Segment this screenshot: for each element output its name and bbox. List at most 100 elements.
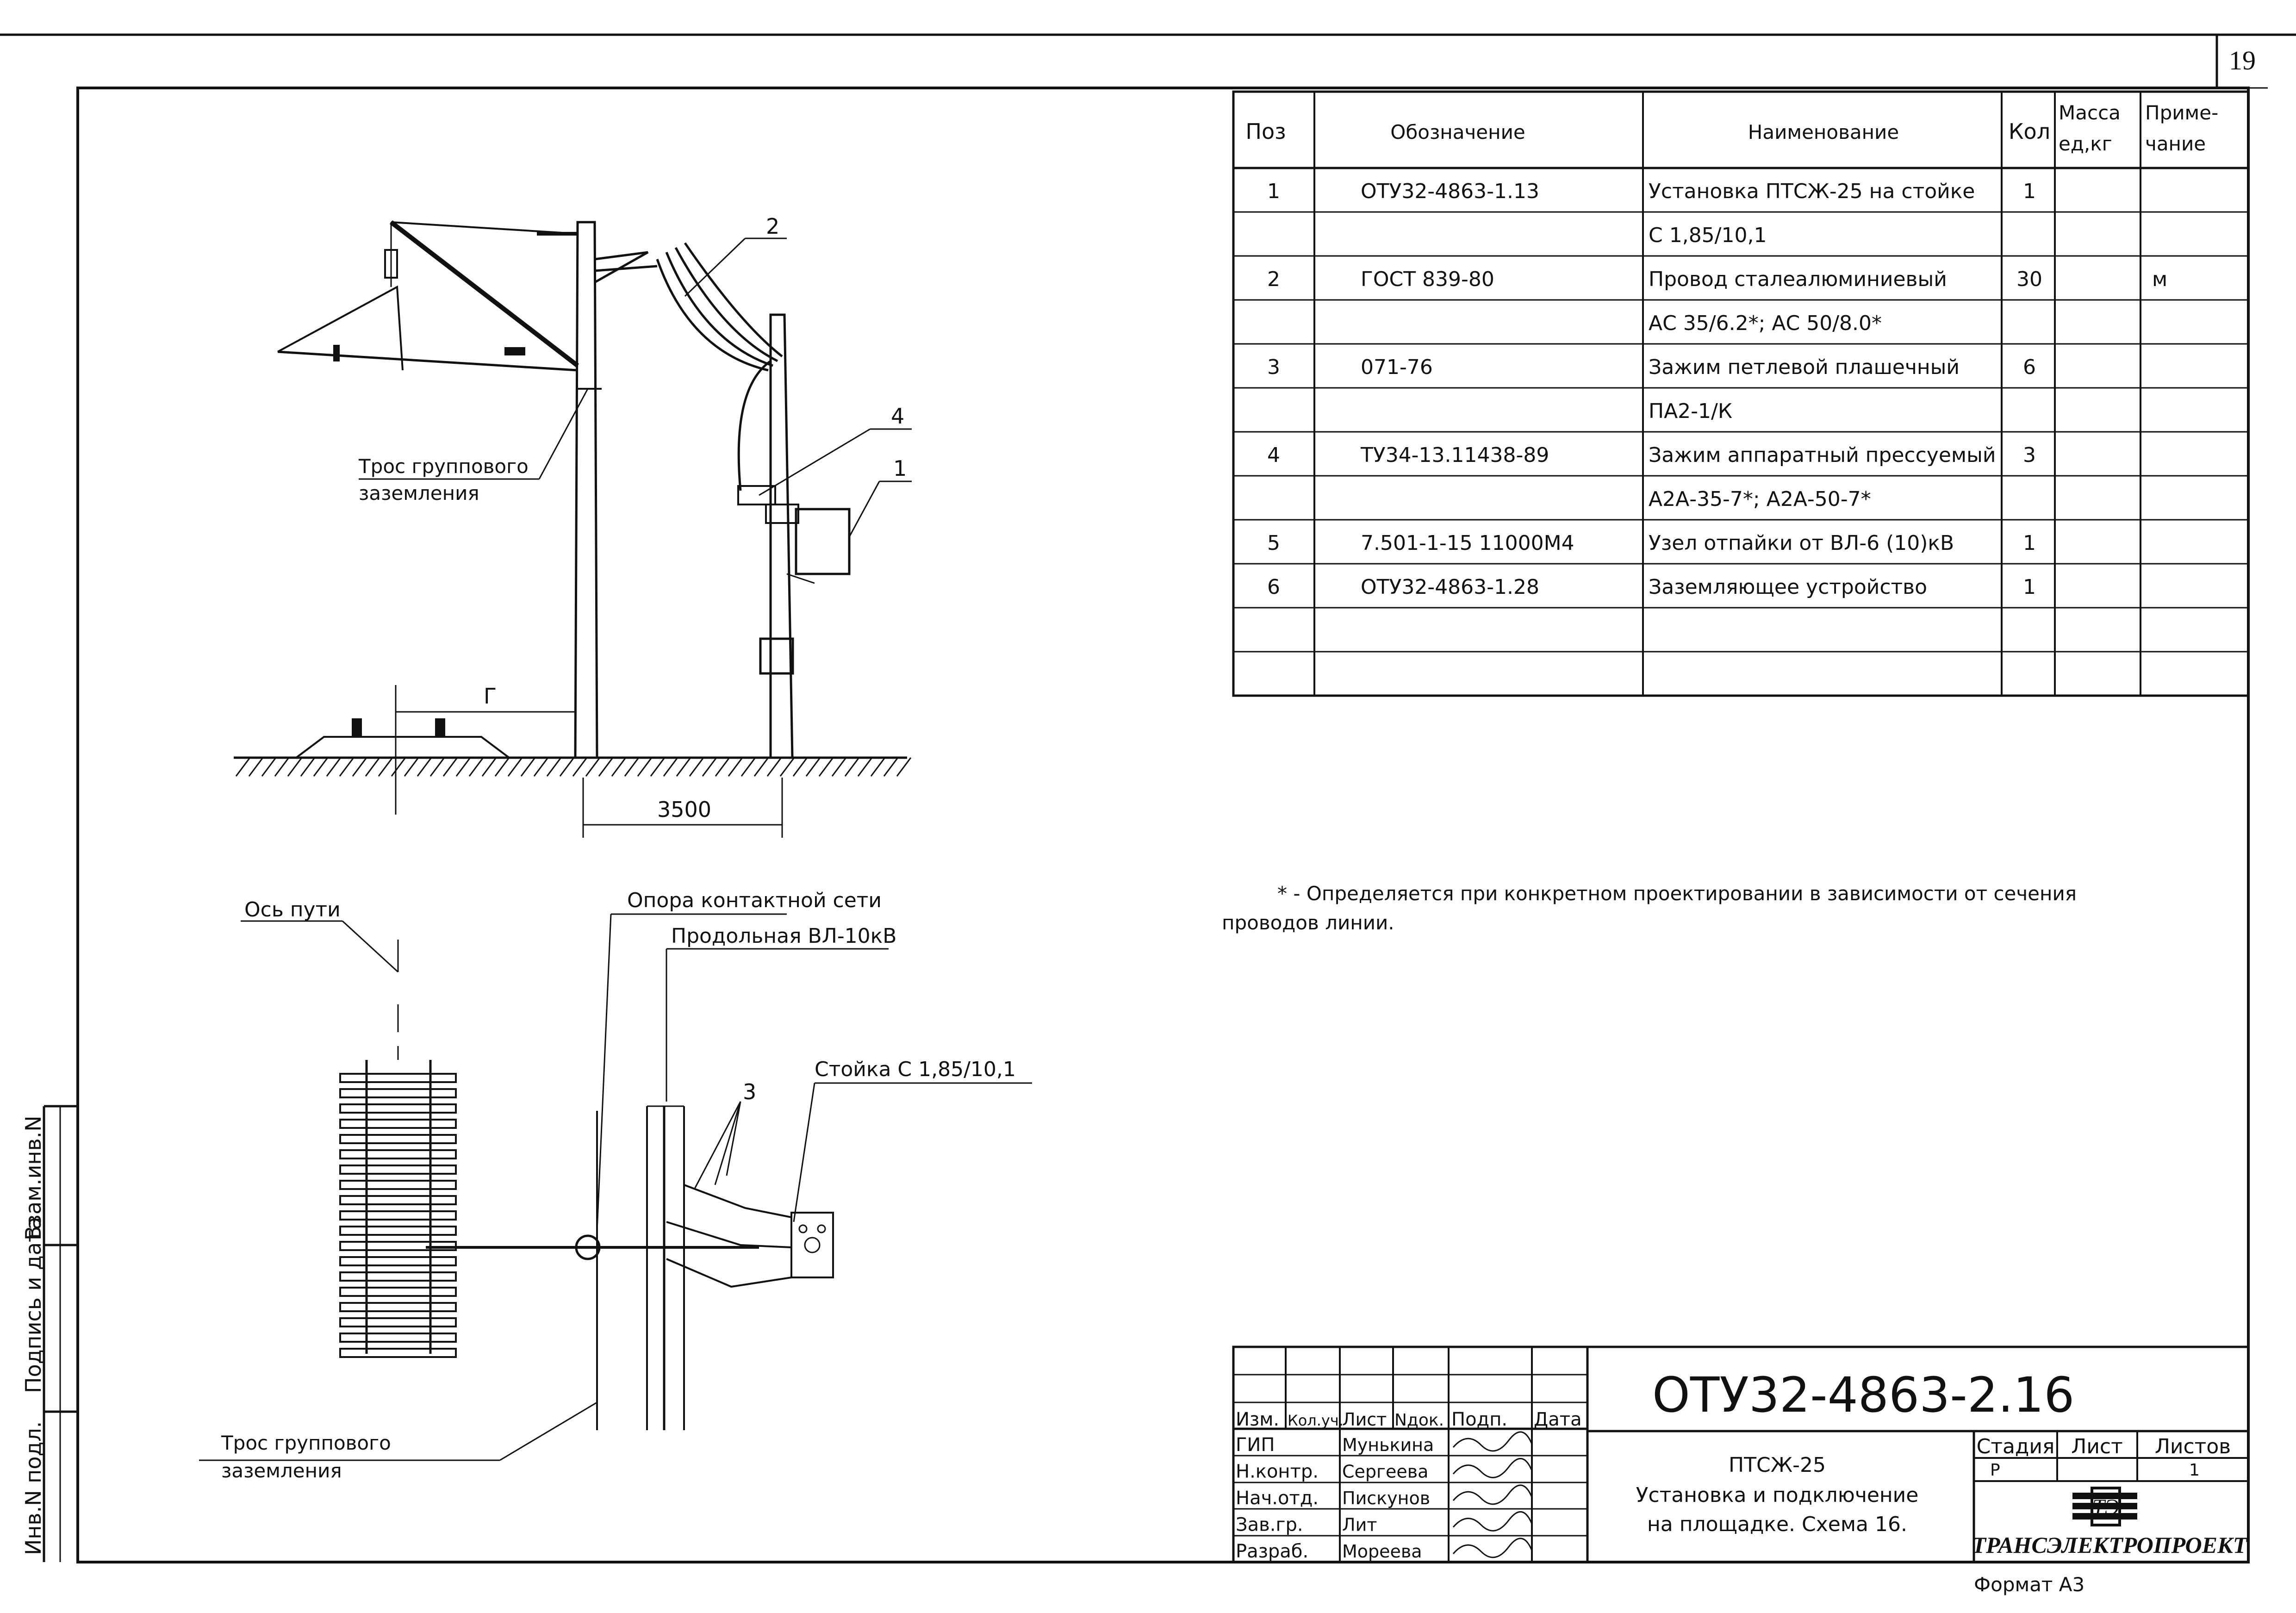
table-cell-name: Заземляющее устройство	[1649, 575, 1927, 599]
table-row: 1 ОТУ32-4863-1.13 Установка ПТСЖ-25 на сто…	[1267, 180, 2036, 203]
tb-sheets-label: Листов	[2155, 1435, 2231, 1458]
table-cell-name: ПА2-1/К	[1649, 399, 1732, 423]
tb-col-list: Лист	[1342, 1409, 1387, 1430]
track-axis-label: Ось пути	[244, 898, 341, 922]
side-stamp-replace-inv: Взам.инв.N	[21, 1115, 46, 1240]
svg-text:ТЭ: ТЭ	[2092, 1495, 2119, 1520]
table-cell-qty: 30	[2016, 268, 2042, 291]
table-cell-pos: 1	[1267, 180, 1280, 203]
ground-cable-label-2: заземления	[359, 482, 479, 504]
footnote-line-1: * - Определяется при конкретном проектир…	[1277, 882, 2077, 905]
table-cell-name: АС 35/6.2*; АС 50/8.0*	[1649, 311, 1882, 335]
table-cell-designation: ОТУ32-4863-1.28	[1361, 575, 1539, 599]
table-row: АС 35/6.2*; АС 50/8.0*	[1649, 311, 1882, 335]
table-cell-name: Зажим петлевой плашечный	[1649, 355, 1960, 379]
signature-icon	[1452, 1484, 1533, 1505]
tb-role: Разраб.	[1236, 1541, 1308, 1562]
catenary-support-label: Опора контактной сети	[627, 889, 882, 912]
company-logo-icon: ТЭ	[2072, 1487, 2137, 1526]
plan-ground-cable-label-2: заземления	[221, 1459, 342, 1482]
table-cell-name: Провод сталеалюминиевый	[1649, 268, 1947, 291]
col-header-note-1: Приме-	[2145, 101, 2218, 124]
table-cell-qty: 3	[2023, 443, 2036, 467]
callout-2: 2	[766, 214, 779, 239]
callout-1: 1	[893, 456, 907, 481]
table-row: ПА2-1/К	[1649, 399, 1732, 423]
tb-person-name: Сергеева	[1342, 1462, 1428, 1482]
table-cell-qty: 6	[2023, 355, 2036, 379]
callout-3: 3	[743, 1079, 756, 1104]
plan-ground-cable-label-1: Трос группового	[221, 1432, 391, 1454]
col-header-note-2: чание	[2145, 132, 2206, 155]
tb-col-ndok: Nдок.	[1394, 1411, 1444, 1430]
tb-role: Нач.отд.	[1236, 1488, 1319, 1509]
col-header-mass-2: ед,кг	[2059, 132, 2112, 155]
tb-sheets-value: 1	[2189, 1461, 2200, 1480]
table-row: 6 ОТУ32-4863-1.28 Заземляющее устройство 1	[1267, 575, 2036, 599]
plan-drawing: Ось пути Опора контактной сети Продольна…	[199, 889, 1032, 1482]
table-cell-designation: 7.501-1-15 11000М4	[1361, 531, 1574, 555]
table-row: 3 071-76 Зажим петлевой плашечный 6	[1267, 355, 2036, 379]
tb-person-name: Пискунов	[1342, 1488, 1430, 1508]
col-header-name: Наименование	[1748, 121, 1899, 143]
ground-hatching	[235, 757, 912, 777]
table-cell-designation: ОТУ32-4863-1.13	[1361, 180, 1539, 203]
side-stamp-inv-orig: Инв.N подл.	[21, 1421, 46, 1555]
tb-person-name: Лит	[1342, 1515, 1377, 1535]
signature-icon	[1452, 1511, 1533, 1532]
company-name: ТРАНСЭЛЕКТРОПРОЕКТ	[1972, 1532, 2248, 1558]
col-header-pos: Поз	[1245, 119, 1286, 144]
elevation-drawing: 2 4 1 Трос группового заземления Г 3500	[234, 214, 912, 838]
side-stamp-sign-date: Подпись и дата	[21, 1217, 46, 1393]
table-cell-qty: 1	[2023, 180, 2036, 203]
table-cell-name: А2А-35-7*; А2А-50-7*	[1649, 487, 1871, 511]
signature-icon	[1452, 1538, 1533, 1558]
col-header-designation: Обозначение	[1390, 121, 1525, 143]
tb-col-kol: Кол.уч.	[1288, 1412, 1344, 1429]
table-cell-note: м	[2152, 268, 2167, 291]
tb-col-izm: Изм.	[1236, 1409, 1279, 1430]
drawing-frame	[76, 87, 2250, 1563]
table-cell-pos: 2	[1267, 268, 1280, 291]
col-header-mass-1: Масса	[2059, 101, 2121, 124]
table-cell-qty: 1	[2023, 531, 2036, 555]
dimension-3500: 3500	[657, 797, 711, 822]
tb-role: Н.контр.	[1236, 1461, 1319, 1482]
table-cell-designation: ТУ34-13.11438-89	[1360, 443, 1549, 467]
spec-table: Поз Обозначение Наименование Кол Масса е…	[1232, 90, 2250, 697]
tb-col-podp: Подп.	[1451, 1409, 1507, 1430]
page-number: 19	[2229, 45, 2256, 75]
tb-person-name: Мореева	[1342, 1541, 1422, 1562]
dimension-g: Г	[484, 684, 497, 709]
table-cell-qty: 1	[2023, 575, 2036, 599]
col-header-qty: Кол	[2009, 119, 2050, 144]
table-cell-name: Узел отпайки от ВЛ-6 (10)кВ	[1649, 531, 1954, 555]
table-cell-name: Установка ПТСЖ-25 на стойке	[1649, 180, 1975, 203]
table-cell-pos: 3	[1267, 355, 1280, 379]
footnote-line-2: проводов линии.	[1222, 911, 1394, 934]
table-cell-name: Зажим аппаратный прессуемый	[1649, 443, 1996, 467]
table-cell-pos: 6	[1267, 575, 1280, 599]
tb-person-name: Мунькина	[1342, 1435, 1434, 1455]
ground-cable-label-1: Трос группового	[358, 455, 529, 478]
rack-label: Стойка С 1,85/10,1	[815, 1058, 1016, 1081]
table-cell-designation: ГОСТ 839-80	[1361, 268, 1494, 291]
tb-role: Зав.гр.	[1236, 1514, 1303, 1536]
tb-title-3: на площадке. Схема 16.	[1647, 1513, 1907, 1536]
table-row: А2А-35-7*; А2А-50-7*	[1649, 487, 1871, 511]
table-row: 2 ГОСТ 839-80 Провод сталеалюминиевый 30 м	[1267, 268, 2167, 291]
tb-title-2: Установка и подключение	[1636, 1483, 1919, 1507]
table-row: С 1,85/10,1	[1649, 224, 1767, 247]
tb-sheet-label: Лист	[2071, 1435, 2123, 1458]
callout-4: 4	[891, 404, 904, 429]
table-cell-designation: 071-76	[1361, 355, 1433, 379]
signature-icon	[1452, 1431, 1533, 1452]
document-code: ОТУ32-4863-2.16	[1652, 1367, 2074, 1423]
tb-stage-label: Стадия	[1977, 1435, 2055, 1458]
tb-title-1: ПТСЖ-25	[1729, 1453, 1826, 1477]
longitudinal-line-label: Продольная ВЛ-10кВ	[671, 924, 896, 948]
